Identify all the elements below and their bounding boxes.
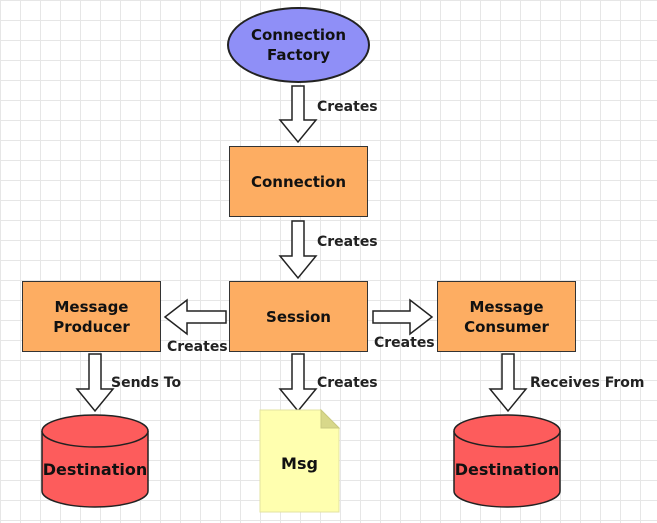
arrow-connection-to-session: [278, 220, 318, 280]
arrow-producer-to-destination: [75, 353, 115, 413]
msg-document-shape: [259, 408, 341, 513]
edge-label-producer-destination: Sends To: [111, 375, 182, 391]
destination-right-label: Destination: [454, 459, 560, 479]
arrow-session-to-producer: [163, 298, 227, 336]
edge-label-session-producer: Creates: [167, 339, 228, 355]
destination-right-cylinder: [453, 414, 561, 508]
msg-label: Msg: [281, 453, 318, 473]
edge-label-connection-session: Creates: [317, 234, 378, 250]
edge-label-session-msg: Creates: [317, 375, 378, 391]
destination-left-cylinder: [41, 414, 149, 508]
arrow-consumer-to-destination: [488, 353, 528, 413]
connection-node: Connection: [229, 146, 368, 217]
arrow-factory-to-connection: [278, 85, 318, 144]
connection-factory-node: Connection Factory: [227, 7, 370, 83]
destination-left-label: Destination: [42, 459, 148, 479]
edge-label-factory-connection: Creates: [317, 99, 378, 115]
edge-label-session-consumer: Creates: [374, 335, 435, 351]
edge-label-consumer-destination: Receives From: [530, 375, 645, 391]
session-node: Session: [229, 281, 368, 352]
arrow-session-to-consumer: [372, 298, 434, 336]
message-consumer-node: Message Consumer: [437, 281, 576, 352]
arrow-session-to-msg: [278, 353, 318, 413]
message-producer-node: Message Producer: [22, 281, 161, 352]
